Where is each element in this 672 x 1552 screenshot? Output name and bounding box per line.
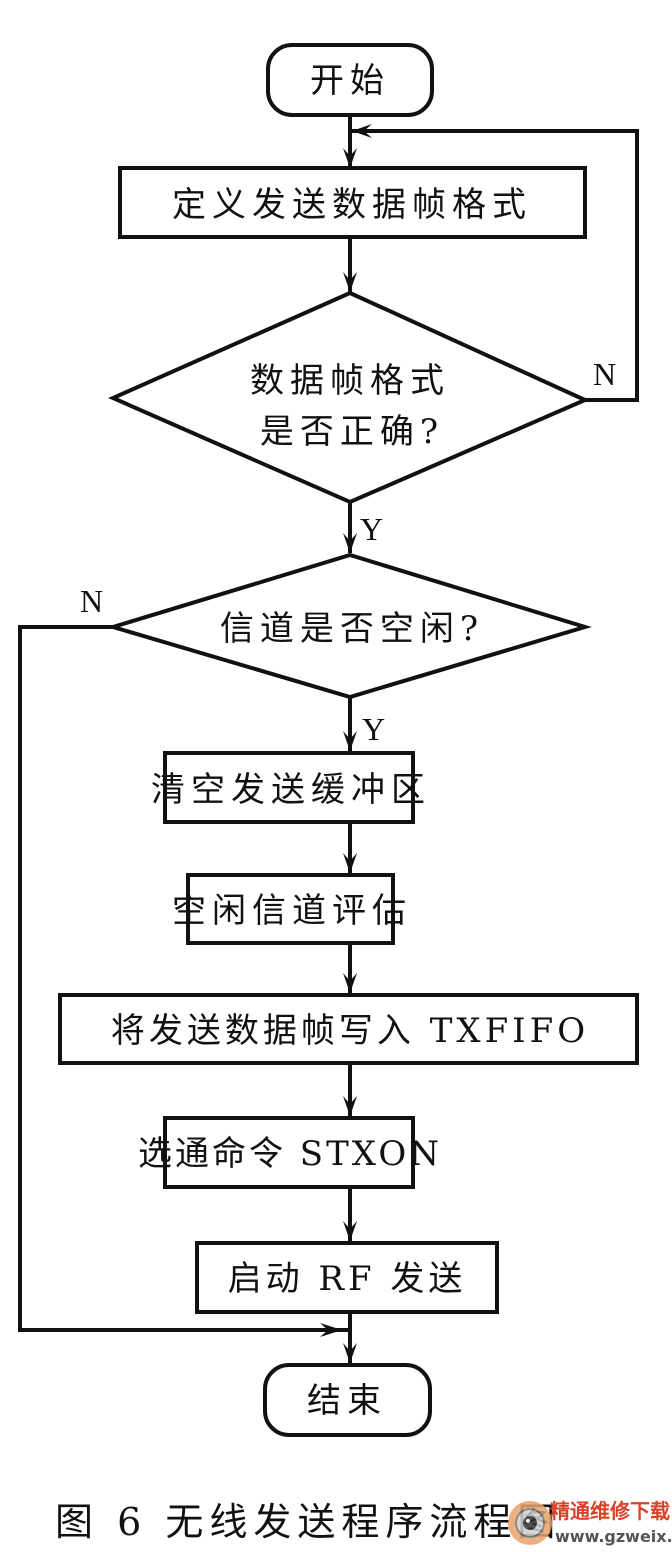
write-fifo-box: 将发送数据帧写入 TXFIFO xyxy=(58,993,639,1065)
check-channel-decision: 信道是否空闲? xyxy=(106,552,592,700)
format-yes-label: Y xyxy=(360,511,383,547)
watermark-eye-icon xyxy=(508,1501,552,1545)
arrowhead-strobe-rf xyxy=(343,1221,357,1241)
start-rf-box: 启动 RF 发送 xyxy=(195,1241,499,1314)
define-format-box: 定义发送数据帧格式 xyxy=(118,166,587,239)
arrowhead-rf-end xyxy=(343,1343,357,1363)
start-rf-label: 启动 RF 发送 xyxy=(228,1259,467,1299)
start-label: 开始 xyxy=(310,61,390,101)
watermark-text: 精通维修下载 xyxy=(550,1499,670,1523)
check-format-decision: 数据帧格式 是否正确? xyxy=(108,290,590,505)
arrowhead-format-yes xyxy=(343,533,357,553)
watermark-url: www.gzweix.com xyxy=(555,1527,672,1546)
cca-box: 空闲信道评估 xyxy=(172,873,412,945)
cca-label: 空闲信道评估 xyxy=(172,891,412,931)
arrowhead-loop xyxy=(352,124,372,138)
write-fifo-label: 将发送数据帧写入 TXFIFO xyxy=(111,1011,589,1051)
arrowhead-start-define xyxy=(343,148,357,168)
arrowhead-channel-yes xyxy=(343,731,357,751)
edge-format-no-loop xyxy=(352,129,639,402)
channel-yes-label: Y xyxy=(362,711,385,747)
arrowhead-cca-fifo xyxy=(343,973,357,993)
check-channel-label: 信道是否空闲? xyxy=(220,609,484,649)
check-format-label-line1: 数据帧格式 xyxy=(250,361,450,401)
arrowhead-channel-no xyxy=(320,1323,342,1337)
arrowhead-clear-cca xyxy=(343,853,357,873)
start-terminal: 开始 xyxy=(266,43,434,117)
clear-buffer-box: 清空发送缓冲区 xyxy=(151,751,431,824)
define-format-label: 定义发送数据帧格式 xyxy=(172,185,532,225)
clear-buffer-label: 清空发送缓冲区 xyxy=(151,770,431,810)
check-format-label-line2: 是否正确? xyxy=(260,412,444,452)
format-no-label: N xyxy=(593,356,616,392)
figure-caption: 图 6 无线发送程序流程图 xyxy=(55,1500,561,1544)
strobe-box: 选通命令 STXON xyxy=(138,1116,442,1189)
arrowhead-fifo-strobe xyxy=(343,1096,357,1116)
end-terminal: 结束 xyxy=(263,1363,432,1437)
arrowhead-define-check xyxy=(343,272,357,292)
edge-channel-no xyxy=(18,625,348,1332)
end-label: 结束 xyxy=(307,1381,387,1421)
strobe-label: 选通命令 STXON xyxy=(138,1134,442,1174)
watermark: 精通维修下载 www.gzweix.com xyxy=(508,1499,672,1546)
channel-no-label: N xyxy=(80,583,103,619)
